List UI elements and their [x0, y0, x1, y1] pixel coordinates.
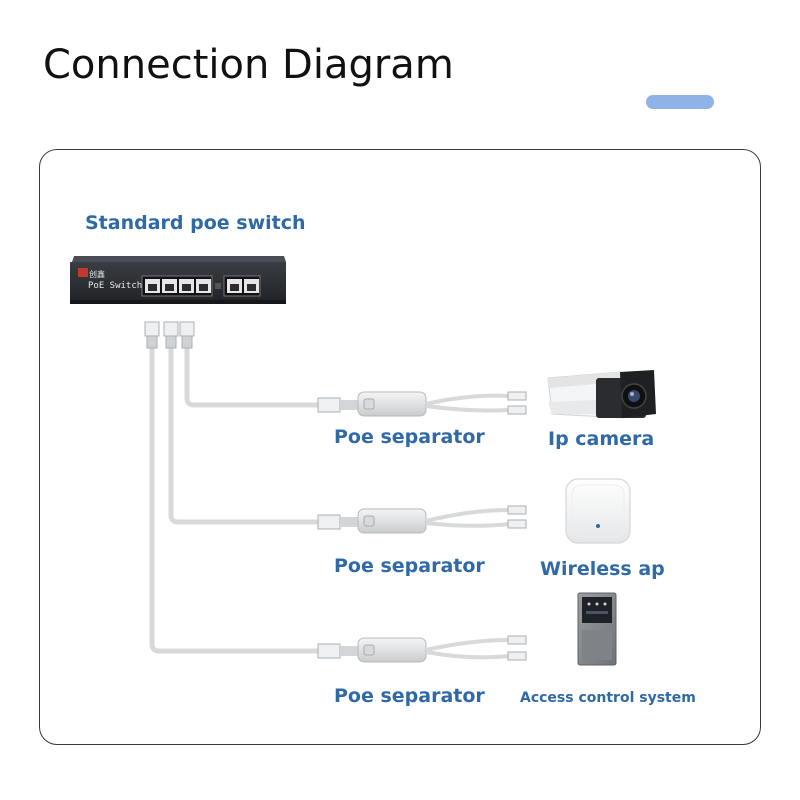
separator-label-2: Poe separator [334, 555, 485, 577]
poe-separator-2 [317, 505, 527, 534]
rj45-plug [144, 321, 160, 349]
rj45-plug [163, 321, 179, 349]
rj45-plugs-switch [144, 321, 195, 349]
rj45-plug [179, 321, 195, 349]
svg-text:创鑫: 创鑫 [89, 269, 105, 279]
device-label-ip-camera: Ip camera [548, 428, 655, 450]
wireless-ap-icon [565, 478, 631, 544]
poe-ports [141, 275, 213, 297]
cables [149, 343, 323, 654]
accent-pill [646, 95, 714, 109]
poe-separator-3 [317, 635, 527, 663]
diagram-frame [39, 149, 761, 745]
poe-separator-1 [317, 391, 527, 417]
separator-label-3: Poe separator [334, 685, 485, 707]
ip-camera-icon [547, 370, 656, 419]
uplink-ports [223, 275, 261, 297]
separator-label-1: Poe separator [334, 426, 485, 448]
device-label-wireless-ap: Wireless ap [540, 558, 665, 580]
switch-label: Standard poe switch [85, 212, 306, 234]
poe-switch: 创鑫 PoE Switch [70, 256, 286, 304]
switch-model: PoE Switch [88, 281, 142, 291]
access-control-icon [577, 592, 617, 666]
brand-logo: 创鑫 [78, 268, 105, 279]
device-label-access-control: Access control system [520, 690, 696, 706]
page-title: Connection Diagram [43, 42, 454, 88]
